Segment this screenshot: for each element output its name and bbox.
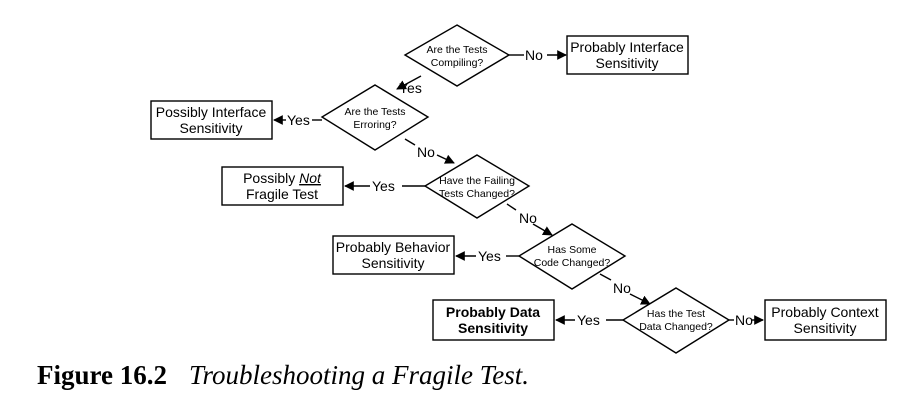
outcome-probably-interface-sensitivity: Probably Interface Sensitivity [566, 35, 689, 75]
outcome-possibly-interface-sensitivity: Possibly Interface Sensitivity [150, 100, 273, 140]
outcome-probably-behavior-sensitivity: Probably Behavior Sensitivity [332, 235, 455, 275]
edge-label-code-no: No [613, 280, 631, 296]
edge-label-compiling-no: No [525, 47, 543, 63]
edge-label-data-no: No [735, 312, 753, 328]
outcome-not-fragile-line1: Possibly Not [243, 170, 322, 186]
decision-test-data-changed-line2: Data Changed? [639, 321, 713, 333]
edge-code-no-arrow [629, 293, 651, 305]
outcome-probably-context-sensitivity: Probably Context Sensitivity [764, 299, 887, 341]
decision-tests-compiling-line2: Compiling? [431, 57, 484, 69]
edge-failing-no-arrow [532, 223, 553, 236]
decision-tests-compiling: Are the Tests Compiling? [403, 24, 511, 87]
decision-tests-erroring-line1: Are the Tests [344, 106, 405, 118]
decision-code-changed-line1: Has Some [547, 244, 596, 256]
edge-compiling-yes-arrow [396, 75, 422, 90]
outcome-possibly-not-fragile-test: Possibly Not Fragile Test [221, 166, 344, 206]
decision-failing-tests-changed-line2: Tests Changed? [439, 188, 515, 200]
outcome-probably-data-sensitivity: Probably Data Sensitivity [432, 299, 555, 341]
decision-tests-compiling-line1: Are the Tests [426, 44, 487, 56]
decision-failing-tests-changed: Have the Failing Tests Changed? [423, 154, 531, 219]
decision-failing-tests-changed-line1: Have the Failing [439, 175, 515, 187]
figure-caption: Figure 16.2 Troubleshooting a Fragile Tes… [37, 360, 897, 400]
outcome-context-line1: Probably Context [771, 304, 879, 320]
edge-label-erroring-yes: Yes [287, 112, 310, 128]
decision-test-data-changed: Has the Test Data Changed? [621, 287, 731, 354]
outcome-behavior-line1: Probably Behavior [336, 239, 451, 255]
outcome-data-line2: Sensitivity [458, 320, 528, 336]
edge-failing-no-line-a [506, 203, 517, 211]
decision-test-data-changed-line1: Has the Test [647, 308, 705, 320]
outcome-probably-interface-line2: Sensitivity [595, 55, 658, 71]
outcome-data-line1: Probably Data [446, 304, 540, 320]
outcome-context-line2: Sensitivity [793, 320, 856, 336]
edge-erroring-no-line-a [404, 138, 416, 146]
edge-erroring-no-arrow [436, 154, 455, 164]
edge-code-no-line-a [599, 273, 612, 281]
outcome-not-fragile-possibly: Possibly [243, 170, 295, 186]
outcome-behavior-line2: Sensitivity [361, 255, 424, 271]
outcome-probably-interface-line1: Probably Interface [570, 39, 684, 55]
edge-label-code-yes: Yes [478, 248, 501, 264]
edge-label-failing-no: No [519, 210, 537, 226]
decision-code-changed-line2: Code Changed? [534, 257, 611, 269]
edge-label-failing-yes: Yes [372, 178, 395, 194]
decision-tests-erroring: Are the Tests Erroring? [320, 84, 430, 151]
outcome-not-fragile-emphasis: Not [299, 170, 322, 186]
figure-title: Troubleshooting a Fragile Test. [189, 360, 530, 390]
edge-label-compiling-yes: Yes [399, 80, 422, 96]
decision-code-changed: Has Some Code Changed? [517, 223, 627, 290]
figure-number: Figure 16.2 [37, 360, 167, 390]
outcome-not-fragile-line2: Fragile Test [246, 186, 318, 202]
edge-label-data-yes: Yes [577, 312, 600, 328]
decision-tests-erroring-line2: Erroring? [353, 119, 396, 131]
outcome-possibly-interface-line1: Possibly Interface [156, 104, 267, 120]
edge-label-erroring-no: No [417, 144, 435, 160]
outcome-possibly-interface-line2: Sensitivity [179, 120, 242, 136]
